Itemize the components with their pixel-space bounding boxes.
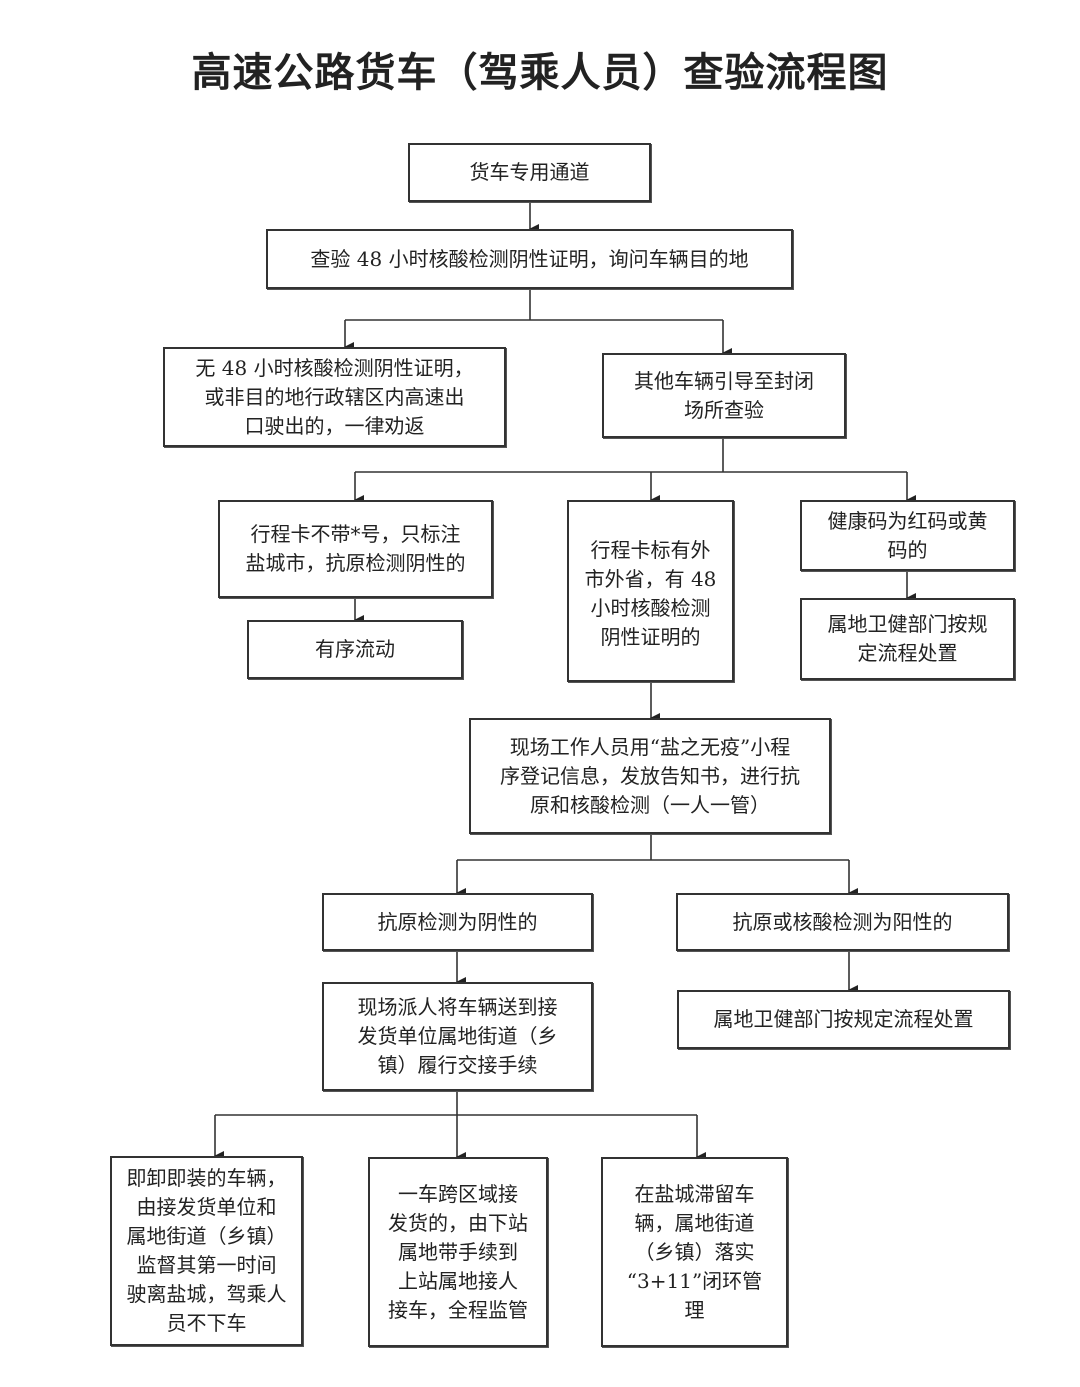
node-channel: 货车专用通道 xyxy=(408,143,651,202)
node-register: 现场工作人员用“盐之无疫”小程 序登记信息，发放告知书，进行抗 原和核酸检测（一… xyxy=(469,718,831,834)
node-check: 查验 48 小时核酸检测阴性证明，询问车辆目的地 xyxy=(266,229,793,289)
node-closed-site: 其他车辆引导至封闭 场所查验 xyxy=(602,353,846,438)
node-escort: 现场派人将车辆送到接 发货单位属地街道（乡 镇）履行交接手续 xyxy=(322,982,593,1091)
flowchart-title: 高速公路货车（驾乘人员）查验流程图 xyxy=(191,49,889,96)
node-outside-card: 行程卡标有外 市外省，有 48 小时核酸检测 阴性证明的 xyxy=(567,500,734,682)
node-red-yellow: 健康码为红码或黄 码的 xyxy=(800,500,1015,571)
node-antigen-negative: 抗原检测为阴性的 xyxy=(322,893,593,951)
node-local-card: 行程卡不带*号，只标注 盐城市，抗原检测阴性的 xyxy=(218,500,493,598)
node-stay: 在盐城滞留车 辆，属地街道 （乡镇）落实 “3+11”闭环管 理 xyxy=(601,1157,788,1347)
node-unload-load: 即卸即装的车辆， 由接发货单位和 属地街道（乡镇） 监督其第一时间 驶离盐城，驾… xyxy=(110,1156,303,1346)
node-health-dept-2: 属地卫健部门按规定流程处置 xyxy=(677,990,1010,1049)
node-positive: 抗原或核酸检测为阳性的 xyxy=(676,893,1009,951)
node-cross-region: 一车跨区域接 发货的，由下站 属地带手续到 上站属地接人 接车，全程监管 xyxy=(368,1157,548,1347)
node-orderly-flow: 有序流动 xyxy=(247,620,463,679)
node-health-dept-1: 属地卫健部门按规 定流程处置 xyxy=(800,598,1015,680)
node-return: 无 48 小时核酸检测阴性证明， 或非目的地行政辖区内高速出 口驶出的，一律劝返 xyxy=(163,347,506,447)
